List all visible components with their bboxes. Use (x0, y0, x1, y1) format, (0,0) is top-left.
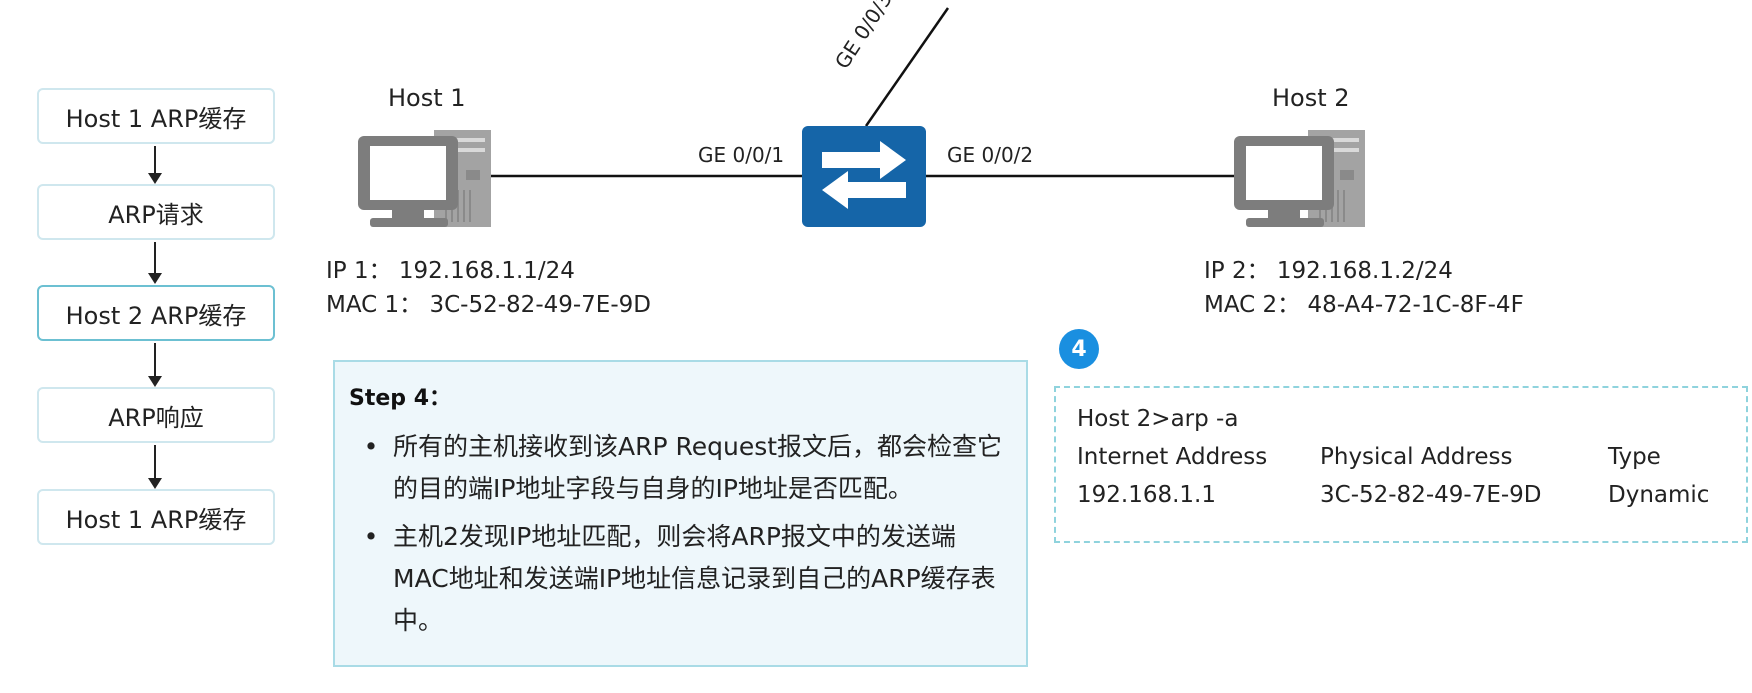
host2-mac: MAC 2： 48-A4-72-1C-8F-4F (1204, 292, 1524, 318)
port-label-ge001: GE 0/0/1 (698, 143, 785, 167)
table-row: 192.168.1.1 3C-52-82-49-7E-9D Dynamic (1077, 482, 1746, 508)
flow-step-label: Host 2 ARP缓存 (65, 301, 247, 330)
step-panel: Step 4： • 所有的主机接收到该ARP Request报文后，都会检查它的… (333, 360, 1028, 667)
arp-cell-mac: 3C-52-82-49-7E-9D (1320, 482, 1542, 508)
flow-step-host1-cache-final: Host 1 ARP缓存 (37, 489, 275, 545)
arp-header-type: Type (1608, 444, 1661, 470)
flow-arrow (148, 146, 162, 184)
host2-computer-icon (1234, 130, 1365, 227)
flow-step-host1-cache: Host 1 ARP缓存 (37, 88, 275, 144)
bullet-icon: • (363, 432, 379, 461)
bullet-icon: • (363, 522, 379, 551)
flow-step-label: Host 1 ARP缓存 (65, 104, 247, 133)
host1-title: Host 1 (388, 84, 466, 112)
arp-table-panel: Host 2>arp -a Internet Address Physical … (1054, 386, 1748, 543)
host2-ip: IP 2： 192.168.1.2/24 (1204, 258, 1453, 284)
flow-arrow (148, 445, 162, 489)
step-title: Step 4： (349, 386, 451, 411)
host1-mac: MAC 1： 3C-52-82-49-7E-9D (326, 292, 651, 318)
flow-step-arp-response: ARP响应 (37, 387, 275, 443)
host1-ip: IP 1： 192.168.1.1/24 (326, 258, 575, 284)
arp-cell-ip: 192.168.1.1 (1077, 482, 1216, 508)
step-item-text: 所有的主机接收到该ARP Request报文后，都会检查它的目的端IP地址字段与… (393, 432, 1003, 503)
flow-step-host2-cache: Host 2 ARP缓存 (37, 285, 275, 341)
arp-header-row: Internet Address Physical Address Type (1077, 444, 1746, 470)
flow-arrow (148, 343, 162, 387)
host2-title: Host 2 (1272, 84, 1350, 112)
step-item: • 主机2发现IP地址匹配，则会将ARP报文中的发送端MAC地址和发送端IP地址… (349, 516, 1008, 642)
step-number-badge: 4 (1059, 329, 1099, 369)
host1-computer-icon (358, 130, 491, 227)
step-item-text: 主机2发现IP地址匹配，则会将ARP报文中的发送端MAC地址和发送端IP地址信息… (393, 522, 996, 635)
flow-step-arp-request: ARP请求 (37, 184, 275, 240)
step-item: • 所有的主机接收到该ARP Request报文后，都会检查它的目的端IP地址字… (349, 426, 1008, 510)
arp-cell-type: Dynamic (1608, 482, 1710, 508)
flow-step-label: Host 1 ARP缓存 (65, 505, 247, 534)
flow-arrow (148, 242, 162, 284)
arp-command: Host 2>arp -a (1077, 406, 1239, 432)
switch-icon (802, 126, 926, 227)
arp-header-physical-address: Physical Address (1320, 444, 1513, 470)
link-switch-uplink (864, 7, 950, 127)
flow-step-label: ARP请求 (108, 200, 204, 229)
port-label-ge002: GE 0/0/2 (947, 143, 1034, 167)
flow-step-label: ARP响应 (108, 403, 204, 432)
arp-header-internet-address: Internet Address (1077, 444, 1268, 470)
